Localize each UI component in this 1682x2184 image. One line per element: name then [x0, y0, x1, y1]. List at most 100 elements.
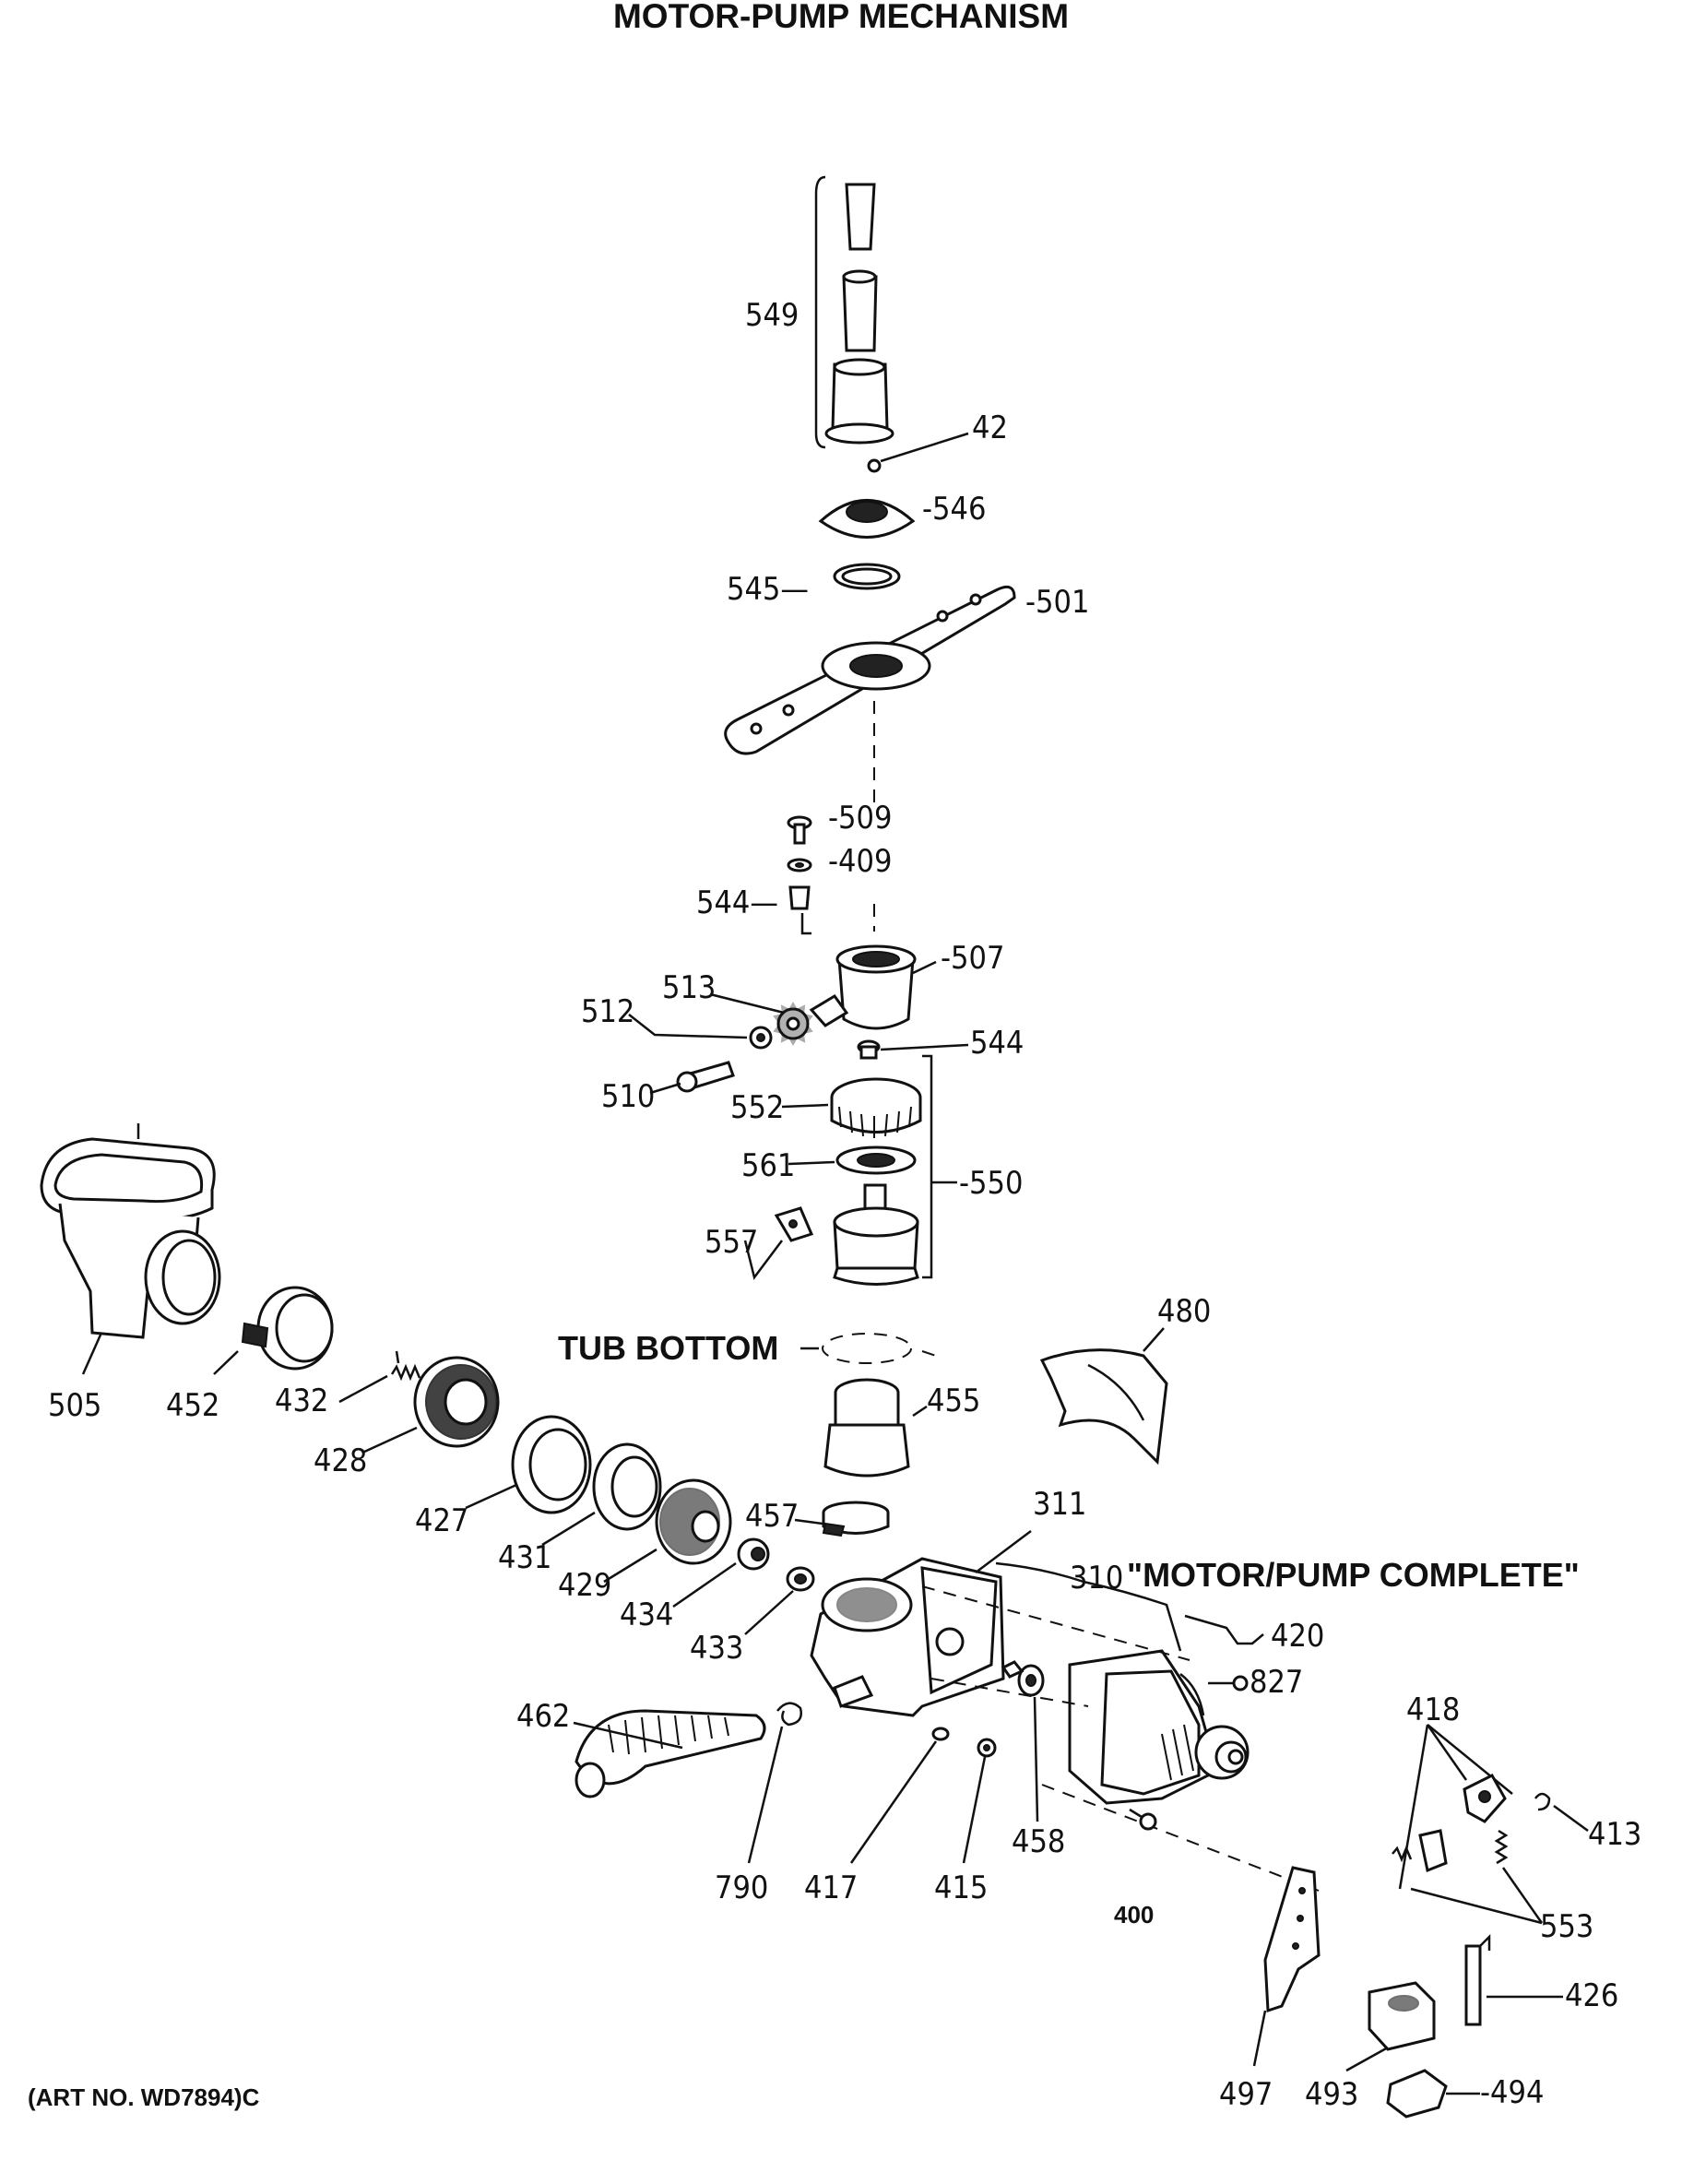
- part-480-baffle: [1039, 1327, 1168, 1466]
- part-432-spring: [338, 1350, 421, 1404]
- part-420-wire: [1184, 1614, 1264, 1645]
- part-426-plunger: [1464, 1933, 1563, 2026]
- callout-493: 493: [1305, 2076, 1358, 2113]
- alignment-line-lower: [1041, 1784, 1320, 1892]
- part-509-screw: [787, 815, 812, 845]
- part-457-clamp: [794, 1501, 890, 1537]
- part-493-solenoid: [1345, 1981, 1436, 2072]
- callout-420: 420: [1271, 1618, 1324, 1655]
- part-409-washer: [787, 858, 812, 872]
- callout-827: 827: [1250, 1664, 1303, 1701]
- callout-513: 513: [662, 969, 716, 1006]
- part-557-clip: [743, 1206, 814, 1280]
- callout-510: 510: [601, 1078, 655, 1115]
- part-507-manifold: [809, 944, 937, 1030]
- part-400-screw: [1129, 1808, 1157, 1831]
- part-513-gear: [709, 992, 813, 1047]
- callout-418: 418: [1406, 1691, 1460, 1728]
- callout-409: -409: [828, 843, 892, 880]
- part-552-gear-ring: [781, 1077, 922, 1138]
- part-561-washer: [788, 1145, 917, 1175]
- part-510-pin: [649, 1061, 735, 1095]
- part-549-spray-tube: [814, 175, 894, 449]
- callout-480: 480: [1157, 1293, 1211, 1330]
- part-452-clamp: [213, 1286, 334, 1375]
- callout-544-upper: 544—: [696, 884, 778, 921]
- callout-310: 310: [1070, 1560, 1123, 1596]
- part-415-nut: [962, 1738, 997, 1864]
- part-431-plate: [541, 1442, 662, 1547]
- part-458-washer: [1001, 1660, 1045, 1822]
- callout-415: 415: [934, 1869, 988, 1906]
- callout-501: -501: [1025, 584, 1089, 621]
- part-545-ring: [833, 563, 901, 590]
- callout-413: 413: [1588, 1816, 1641, 1853]
- label-motor-pump-complete: "MOTOR/PUMP COMPLETE": [1127, 1556, 1580, 1594]
- callout-432: 432: [275, 1383, 328, 1419]
- label-tub-bottom: TUB BOTTOM: [558, 1329, 778, 1367]
- part-413-clip: [1534, 1792, 1589, 1833]
- part-434-nut: [672, 1537, 770, 1608]
- part-790-clamp: [747, 1702, 802, 1864]
- part-455-seal: [823, 1378, 928, 1478]
- callout-434: 434: [620, 1596, 673, 1633]
- part-546-bearing: [818, 499, 916, 539]
- callout-455: 455: [927, 1383, 980, 1419]
- callout-550: -550: [959, 1165, 1023, 1202]
- callout-507: -507: [941, 940, 1004, 977]
- callout-561: 561: [741, 1147, 795, 1184]
- part-553-springs: [1410, 1829, 1544, 1925]
- part-429-impeller: [603, 1478, 732, 1584]
- part-827-screw: [1208, 1675, 1249, 1691]
- part-428-filter: [361, 1356, 500, 1454]
- part-311-pump-housing: [810, 1530, 1032, 1717]
- callout-426: 426: [1565, 1977, 1618, 2014]
- callout-549: 549: [745, 297, 799, 334]
- callout-512: 512: [581, 993, 634, 1030]
- part-418-lever-set: [1392, 1724, 1513, 1890]
- callout-427: 427: [415, 1502, 468, 1539]
- callout-428: 428: [314, 1442, 367, 1479]
- callout-497: 497: [1219, 2076, 1273, 2113]
- callout-790: 790: [715, 1869, 768, 1906]
- callout-311: 311: [1033, 1486, 1086, 1523]
- callout-457: 457: [745, 1498, 799, 1535]
- callout-494: -494: [1480, 2074, 1544, 2111]
- part-544-nut: [788, 885, 875, 935]
- part-497-bracket: [1252, 1866, 1321, 2067]
- part-512-washer: [628, 1014, 773, 1050]
- alignment-line-upper: [921, 1585, 1190, 1661]
- callout-400: 400: [1114, 1901, 1154, 1929]
- callout-505: 505: [48, 1387, 101, 1424]
- part-544-nut-lower: [857, 1039, 969, 1060]
- part-501-spray-arm: [724, 585, 1016, 812]
- callout-544-lower: 544: [970, 1025, 1024, 1062]
- part-310-motor-pump-bracket: [995, 1561, 1182, 1652]
- callout-452: 452: [166, 1387, 219, 1424]
- part-462-hose: [573, 1709, 766, 1798]
- part-433-seal: [744, 1566, 815, 1635]
- art-number: (ART NO. WD7894)C: [28, 2083, 260, 2111]
- callout-433: 433: [690, 1630, 743, 1667]
- part-550-turbine-assembly: [833, 1054, 957, 1286]
- callout-431: 431: [498, 1539, 551, 1576]
- callout-557: 557: [705, 1224, 758, 1261]
- callout-458: 458: [1012, 1823, 1065, 1860]
- part-505-sump-housing: [40, 1123, 221, 1375]
- part-417-washer: [849, 1727, 950, 1864]
- callout-545: 545—: [727, 571, 809, 608]
- diagram-title: MOTOR-PUMP MECHANISM: [613, 0, 1069, 35]
- callout-546: -546: [922, 491, 986, 528]
- callout-462: 462: [516, 1698, 570, 1735]
- callout-429: 429: [558, 1567, 611, 1604]
- part-427-cover: [465, 1415, 592, 1514]
- part-motor: [1068, 1649, 1250, 1805]
- part-494-block: [1386, 2069, 1480, 2119]
- callout-552: 552: [730, 1089, 784, 1126]
- callout-509: -509: [828, 800, 892, 837]
- callout-42: 42: [972, 410, 1008, 446]
- alignment-line-mid: [930, 1678, 1089, 1707]
- callout-417: 417: [804, 1869, 858, 1906]
